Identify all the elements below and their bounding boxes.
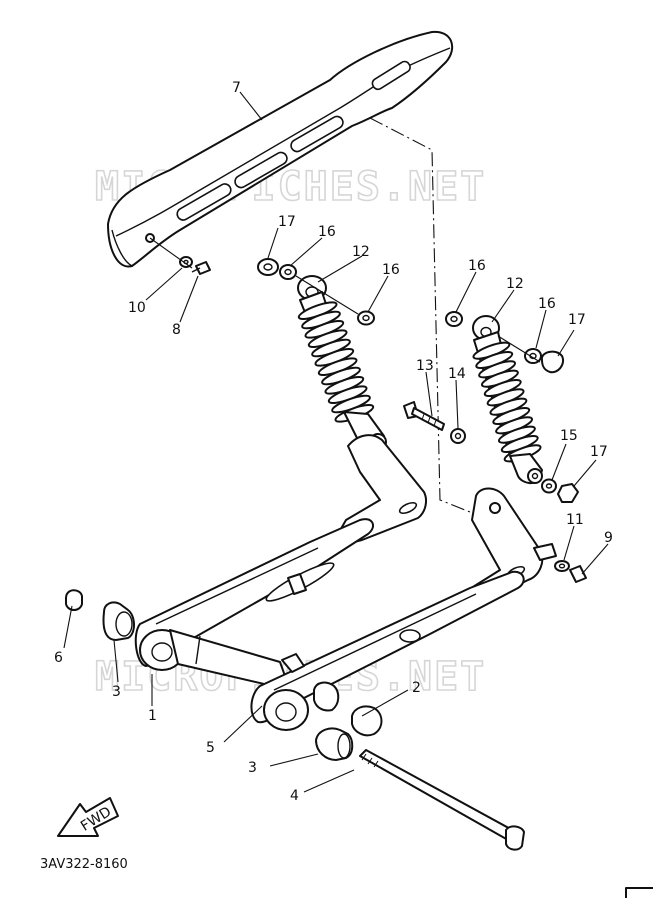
callout-4: 4 [290, 788, 299, 804]
cap-right [351, 705, 383, 737]
callout-3-left: 3 [112, 684, 121, 700]
callout-3-right: 3 [248, 760, 257, 776]
callout-16-right-b: 16 [538, 296, 556, 312]
washer-11 [554, 560, 570, 572]
cap-6 [65, 589, 83, 611]
mount-leader [149, 237, 193, 269]
callout-17-right: 17 [568, 312, 586, 328]
cap-nut-17-left [257, 258, 279, 276]
washer-10 [179, 256, 193, 268]
grab-bar [107, 30, 454, 268]
right-shock-absorber [472, 315, 543, 484]
bolt-13 [403, 401, 445, 431]
bolt-8 [191, 261, 211, 275]
callout-17-lower: 17 [590, 444, 608, 460]
callout-8: 8 [172, 322, 181, 338]
callout-2: 2 [412, 680, 421, 696]
callout-15: 15 [560, 428, 578, 444]
fwd-arrow-icon: FWD [57, 797, 119, 837]
pivot-shaft-4 [359, 749, 525, 851]
washer-16-right-a [445, 311, 463, 327]
washer-15 [541, 478, 557, 494]
callout-16-left-a: 16 [318, 224, 336, 240]
nut-17-lower [557, 483, 579, 503]
bolt-9 [569, 565, 587, 583]
bushing-2 [313, 681, 340, 712]
leader-lines [63, 91, 609, 793]
cap-nut-17-right [540, 350, 564, 374]
callout-7: 7 [232, 80, 241, 96]
drawing-code: 3AV322-8160 [40, 857, 128, 872]
callout-14: 14 [448, 366, 466, 382]
washer-14 [450, 428, 466, 444]
callout-1: 1 [148, 708, 157, 724]
washer-16-left-b [357, 310, 375, 326]
callout-12-right: 12 [506, 276, 524, 292]
callout-10: 10 [128, 300, 146, 316]
bushing-3-right [315, 727, 354, 761]
callout-13: 13 [416, 358, 434, 374]
alignment-line [369, 117, 471, 513]
callout-12-left: 12 [352, 244, 370, 260]
left-shock-absorber [297, 275, 387, 451]
washer-16-left-a [279, 264, 297, 280]
callout-6: 6 [54, 650, 63, 666]
left-shock-axis [295, 275, 359, 315]
callout-11: 11 [566, 512, 584, 528]
callout-9: 9 [604, 530, 613, 546]
callout-17-left: 17 [278, 214, 296, 230]
callout-16-right-a: 16 [468, 258, 486, 274]
bushing-3-left [102, 601, 135, 641]
callout-16-left-b: 16 [382, 262, 400, 278]
frame-corner [625, 887, 653, 898]
callout-5: 5 [206, 740, 215, 756]
right-shock-axis [497, 335, 541, 363]
